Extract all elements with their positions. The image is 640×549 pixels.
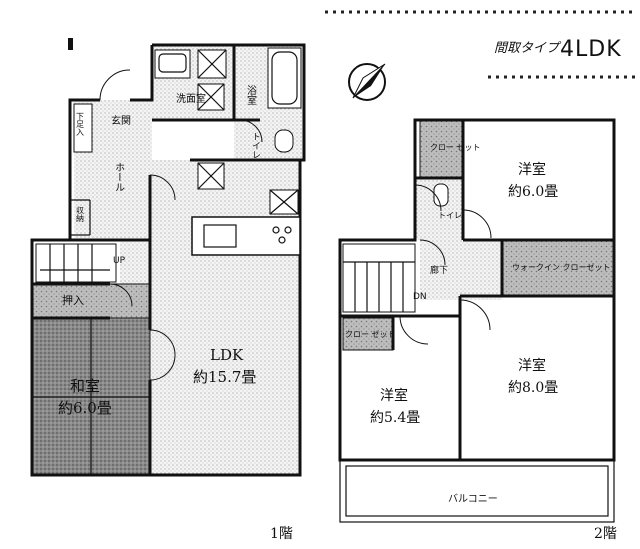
stairs-down-label: DN: [413, 292, 427, 302]
balcony-label: バルコニー: [448, 493, 498, 505]
hall-label: ホール: [113, 162, 125, 192]
plan-mark: [68, 38, 73, 50]
western1-name: 洋室: [518, 161, 546, 178]
closet-a-label: クロー ゼット: [430, 142, 481, 152]
ldk-name: LDK: [210, 346, 244, 364]
storage-label: 収納: [76, 205, 85, 223]
layout-type-caption: 間取タイプ: [494, 41, 562, 56]
layout-type-value: 4LDK: [560, 37, 622, 62]
toilet-label-2f: トイレ: [438, 211, 462, 220]
closet-b-label: クロー ゼット: [345, 329, 396, 339]
western2-size: 約5.4畳: [370, 410, 420, 426]
corridor-label: 廊下: [430, 264, 448, 276]
washroom-label: 洗面室: [176, 92, 206, 105]
floor2-label: 2階: [594, 526, 617, 542]
walk-in-label: ウォークイン クローゼット: [512, 262, 611, 272]
washitsu-size: 約6.0畳: [58, 399, 112, 417]
floor1-stairs: [35, 243, 117, 283]
compass-north-icon: [348, 63, 386, 101]
western1-size: 約6.0畳: [508, 184, 558, 200]
western2-name: 洋室: [380, 387, 408, 404]
floor1-plan: [30, 43, 306, 477]
bath-label: 浴室: [245, 85, 257, 105]
western3-size: 約8.0畳: [508, 380, 558, 396]
ldk-size: 約15.7畳: [193, 368, 256, 386]
floor1-label: 1階: [270, 526, 293, 542]
stairs-up-label: UP: [113, 256, 126, 266]
toilet-label-1f: トイレ: [250, 132, 261, 159]
closet-label-1f: 押入: [62, 293, 84, 307]
header-dashes: [325, 10, 636, 79]
floor2-stairs: [342, 243, 416, 313]
washitsu-name: 和室: [70, 377, 100, 395]
shoe-closet-label: 下足入: [76, 112, 85, 136]
entrance-label: 玄関: [111, 114, 131, 127]
western3-name: 洋室: [518, 357, 546, 374]
floor2-plan: [338, 118, 616, 523]
